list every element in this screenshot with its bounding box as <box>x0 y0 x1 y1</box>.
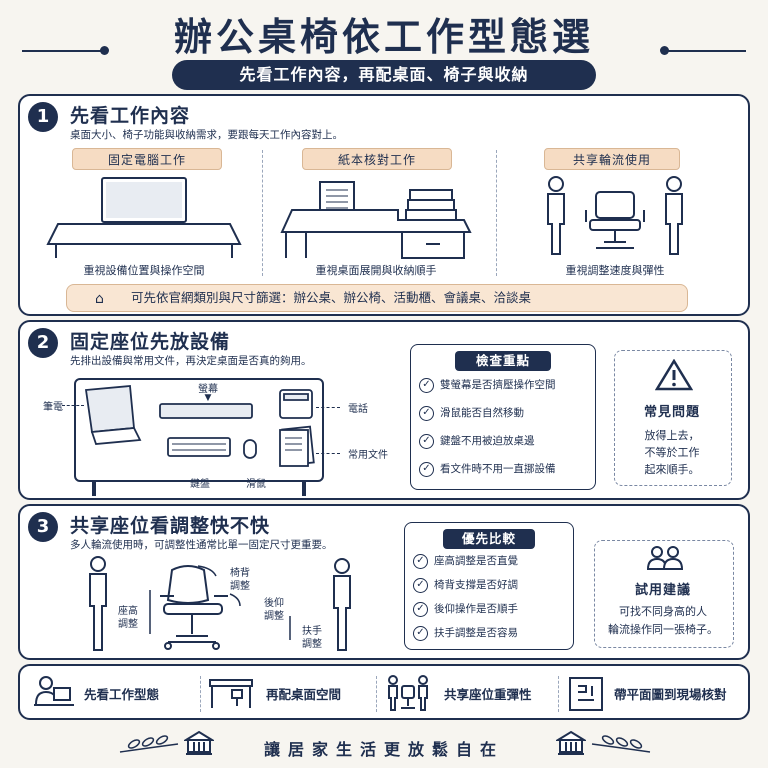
label-backrest-1: 椅背 <box>230 568 250 579</box>
section-3-title: 共享座位看調整快不快 <box>70 515 271 537</box>
section-3-note: 試用建議 可找不同身高的人 輪流操作同一張椅子。 <box>594 540 734 648</box>
section-2-note-line: 不等於工作 <box>644 446 700 459</box>
title-divider-right <box>664 50 746 52</box>
section-3-checklist-title: 優先比較 <box>443 529 535 549</box>
check-circle-icon: ✓ <box>413 601 428 617</box>
caption-paper-review: 重視桌面展開與收納順手 <box>315 264 437 277</box>
desk-leg-right <box>302 482 306 496</box>
column-divider-2 <box>496 150 497 276</box>
tag-paper-review-work: 紙本核對工作 <box>302 148 452 170</box>
arrow-monitor-icon: ▼ <box>204 393 212 403</box>
section-2-note-line: 起來順手。 <box>644 463 700 476</box>
leader-documents <box>316 453 340 454</box>
caption-fixed-computer: 重視設備位置與操作空間 <box>83 264 205 277</box>
summary-strip: 先看工作型態 再配桌面空間 共享座位重彈性 帶平面圖到現場核對 <box>18 664 750 720</box>
check-item: ✓椅背支撐是否好調 <box>413 575 518 595</box>
section-1-number-badge: 1 <box>28 102 58 132</box>
shared-use-illustration <box>547 176 683 255</box>
title-dot-right <box>660 46 669 55</box>
column-divider-1 <box>262 150 263 276</box>
check-circle-icon: ✓ <box>419 377 434 393</box>
check-circle-icon: ✓ <box>413 577 428 593</box>
check-circle-icon: ✓ <box>419 461 434 477</box>
label-mouse: 滑鼠 <box>246 479 266 490</box>
section-3-checklist: 優先比較 ✓座高調整是否直覺 ✓椅背支撐是否好調 ✓後仰操作是否順手 ✓扶手調整… <box>404 522 574 650</box>
label-documents: 常用文件 <box>348 450 388 461</box>
check-item: ✓扶手調整是否容易 <box>413 623 518 643</box>
summary-item: 再配桌面空間 <box>266 687 342 702</box>
section-3-note-title: 試用建議 <box>634 583 691 598</box>
summary-item: 先看工作型態 <box>84 687 160 702</box>
leaf-ornament-right-icon <box>591 735 651 753</box>
house-icon-right <box>556 730 586 755</box>
chair-adjustment-illustration <box>89 556 351 651</box>
section-3-note-line: 可找不同身高的人 <box>619 605 707 618</box>
leaf-ornament-left-icon <box>119 735 179 753</box>
tag-icon: ⌂ <box>95 291 104 307</box>
section-2-number-badge: 2 <box>28 328 58 358</box>
label-seat-height-1: 座高 <box>118 606 138 617</box>
label-armrest-1: 扶手 <box>302 626 322 637</box>
subtitle-banner: 先看工作內容，再配桌面、椅子與收納 <box>172 60 596 90</box>
check-item: ✓座高調整是否直覺 <box>413 551 518 571</box>
caption-shared-rotation: 重視調整速度與彈性 <box>565 264 665 277</box>
desk-chair-icon <box>209 679 253 708</box>
check-circle-icon: ✓ <box>419 433 434 449</box>
leader-phone <box>316 407 340 408</box>
desk-leg-left <box>92 482 96 496</box>
paper-desk-illustration <box>280 181 472 259</box>
tag-shared-rotation-use: 共享輪流使用 <box>544 148 680 170</box>
shared-chair-icon <box>388 675 428 711</box>
filter-hint-text: 可先依官網類別與尺寸篩選：辦公桌、辦公椅、活動櫃、會議桌、洽談桌 <box>131 290 532 305</box>
computer-desk-illustration <box>46 177 242 258</box>
check-item: ✓滑鼠能否自然移動 <box>419 403 524 423</box>
section-2-checklist: 檢查重點 ✓雙螢幕是否擠壓操作空間 ✓滑鼠能否自然移動 ✓鍵盤不用被迫放桌邊 ✓… <box>410 344 596 490</box>
check-item: ✓鍵盤不用被迫放桌邊 <box>419 431 535 451</box>
page-title: 辦公桌椅依工作型態選 <box>173 14 594 59</box>
section-1-description: 桌面大小、椅子功能與收納需求，要跟每天工作內容對上。 <box>70 129 343 141</box>
section-3-note-line: 輪流操作同一張椅子。 <box>608 623 718 636</box>
section-3-number-badge: 3 <box>28 512 58 542</box>
summary-item: 共享座位重彈性 <box>444 687 532 702</box>
label-backrest-2: 調整 <box>230 581 250 592</box>
section-2-note: 常見問題 放得上去， 不等於工作 起來順手。 <box>614 350 732 486</box>
section-1-title: 先看工作內容 <box>70 105 191 127</box>
desk-equipment-layout <box>84 385 315 467</box>
label-recline-2: 調整 <box>264 611 284 622</box>
section-2-checklist-title: 檢查重點 <box>455 351 551 371</box>
check-item: ✓後仰操作是否順手 <box>413 599 518 619</box>
title-dot-left <box>100 46 109 55</box>
title-divider-left <box>22 50 104 52</box>
section-2-description: 先排出設備與常用文件，再決定桌面是否真的夠用。 <box>70 355 312 367</box>
filter-hint-bar: ⌂ 可先依官網類別與尺寸篩選：辦公桌、辦公椅、活動櫃、會議桌、洽談桌 <box>66 284 688 312</box>
label-keyboard: 鍵盤 <box>190 479 210 490</box>
users-icon <box>646 546 684 570</box>
person-at-laptop-icon <box>34 676 74 706</box>
label-monitor: 螢幕 <box>198 384 218 395</box>
label-laptop: 筆電 <box>43 402 63 413</box>
label-phone: 電話 <box>348 404 368 415</box>
summary-divider <box>200 676 201 712</box>
summary-divider <box>376 676 377 712</box>
label-armrest-2: 調整 <box>302 639 322 650</box>
label-seat-height-2: 調整 <box>118 619 138 630</box>
check-circle-icon: ✓ <box>419 405 434 421</box>
tag-fixed-computer-work: 固定電腦工作 <box>72 148 222 170</box>
leader-laptop <box>62 405 84 406</box>
warning-icon <box>655 359 693 391</box>
summary-divider <box>558 676 559 712</box>
floor-plan-icon <box>569 677 603 711</box>
section-3-description: 多人輪流使用時，可調整性通常比單一固定尺寸更重要。 <box>70 539 333 551</box>
house-icon-left <box>184 730 214 755</box>
check-circle-icon: ✓ <box>413 625 428 641</box>
check-item: ✓看文件時不用一直挪設備 <box>419 459 556 479</box>
label-recline-1: 後仰 <box>264 598 284 609</box>
summary-item: 帶平面圖到現場核對 <box>614 687 727 702</box>
check-item: ✓雙螢幕是否擠壓操作空間 <box>419 375 556 395</box>
footer-slogan: 讓居家生活更放鬆自在 <box>263 740 504 759</box>
section-2-note-title: 常見問題 <box>643 405 700 420</box>
section-2-note-line: 放得上去， <box>644 429 700 442</box>
section-2-title: 固定座位先放設備 <box>70 331 231 353</box>
check-circle-icon: ✓ <box>413 553 428 569</box>
